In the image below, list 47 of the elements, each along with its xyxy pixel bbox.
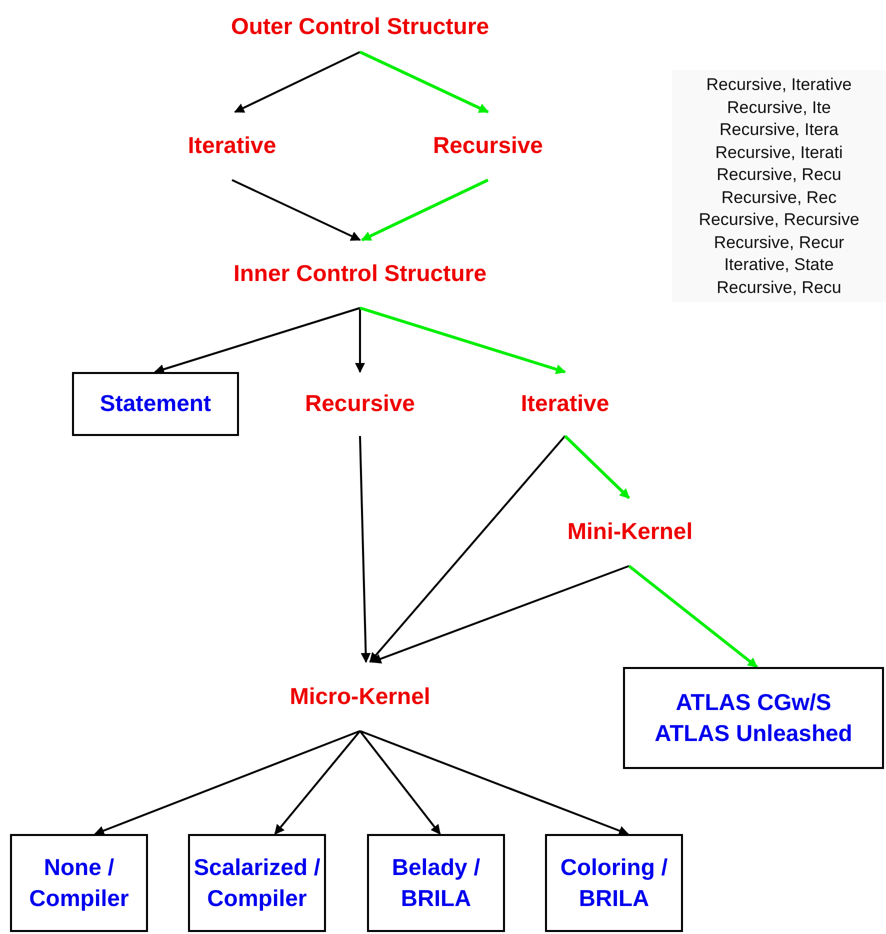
arrow xyxy=(154,307,360,374)
arrow xyxy=(369,435,566,663)
node-label: Recursive xyxy=(433,131,543,160)
list-line: Recursive, Itera xyxy=(719,119,839,141)
arrow xyxy=(564,434,630,500)
node-label: Recursive xyxy=(305,389,415,418)
list-line: Recursive, Recu xyxy=(716,276,842,298)
node-label: Coloring / BRILA xyxy=(559,852,669,913)
arrow xyxy=(359,50,489,114)
list-line: Recursive, Recu xyxy=(716,164,842,186)
arrow xyxy=(371,565,630,664)
node-label: ATLAS Unleashed xyxy=(654,719,852,748)
node-label: Inner Control Structure xyxy=(233,259,486,288)
arrow xyxy=(359,730,441,835)
list-line: Recursive, Iterati xyxy=(715,142,843,164)
process-box xyxy=(188,834,326,932)
node-label: None / Compiler xyxy=(28,852,130,913)
list-line: Recursive, Ite xyxy=(727,96,831,118)
arrow xyxy=(355,308,365,373)
node-label: ATLAS CGw/S xyxy=(676,688,832,717)
arrow xyxy=(360,730,629,836)
node-label: Micro-Kernel xyxy=(290,682,430,711)
list-line: Iterative, State xyxy=(724,254,834,276)
arrow xyxy=(232,179,361,241)
process-box xyxy=(367,834,505,932)
node-label: Statement xyxy=(100,389,212,418)
node-label: Mini-Kernel xyxy=(567,517,693,546)
arrow xyxy=(360,306,566,374)
arrow xyxy=(274,730,361,835)
node-label: Iterative xyxy=(520,389,610,418)
arrow xyxy=(234,51,360,113)
process-box xyxy=(545,834,683,932)
arrow xyxy=(359,436,371,663)
process-box xyxy=(623,667,884,769)
node-label: Belady / BRILA xyxy=(390,852,482,913)
node-label: Scalarized / Compiler xyxy=(192,852,322,913)
list-line: Recursive, Recursive xyxy=(698,209,860,231)
arrow xyxy=(361,178,489,242)
list-line: Recursive, Recur xyxy=(714,232,844,254)
node-label: Iterative xyxy=(188,131,276,160)
arrow xyxy=(628,564,758,668)
process-box xyxy=(72,372,239,436)
list-line: Recursive, Iterative xyxy=(706,74,852,96)
process-box xyxy=(10,834,148,932)
list-line: Recursive, Rec xyxy=(721,186,837,208)
node-label: Outer Control Structure xyxy=(230,12,490,42)
arrow xyxy=(94,730,360,836)
